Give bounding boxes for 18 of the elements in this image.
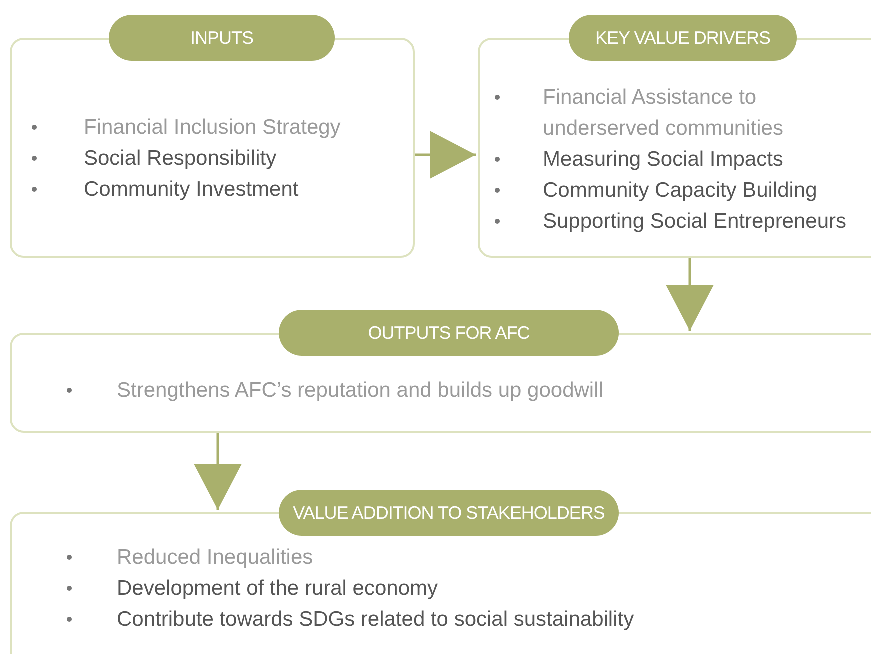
bullet-item: Contribute towards SDGs related to social sustainability bbox=[117, 608, 634, 631]
bullet-item: Supporting Social Entrepreneurs bbox=[543, 210, 847, 233]
panel-heading: KEY VALUE DRIVERS bbox=[569, 15, 797, 61]
panel-heading: OUTPUTS FOR AFC bbox=[279, 310, 619, 356]
bullet-item: Financial Assistance to underserved communities bbox=[543, 86, 784, 140]
panel-heading: VALUE ADDITION TO STAKEHOLDERS bbox=[279, 490, 619, 536]
panel-heading: INPUTS bbox=[109, 15, 335, 61]
bullet-item: Strengthens AFC’s reputation and builds up goodwill bbox=[117, 379, 604, 402]
arrow bbox=[194, 433, 242, 510]
bullet-item: Measuring Social Impacts bbox=[543, 148, 784, 171]
bullet-item: Financial Inclusion Strategy bbox=[84, 116, 341, 139]
bullet-item: Social Responsibility bbox=[84, 147, 277, 170]
bullet-item: Community Capacity Building bbox=[543, 179, 818, 202]
arrow bbox=[666, 258, 714, 331]
arrow bbox=[415, 131, 476, 179]
bullet-item: Community Investment bbox=[84, 178, 299, 201]
bullet-item: Development of the rural economy bbox=[117, 577, 438, 600]
bullet-item: Reduced Inequalities bbox=[117, 546, 314, 569]
